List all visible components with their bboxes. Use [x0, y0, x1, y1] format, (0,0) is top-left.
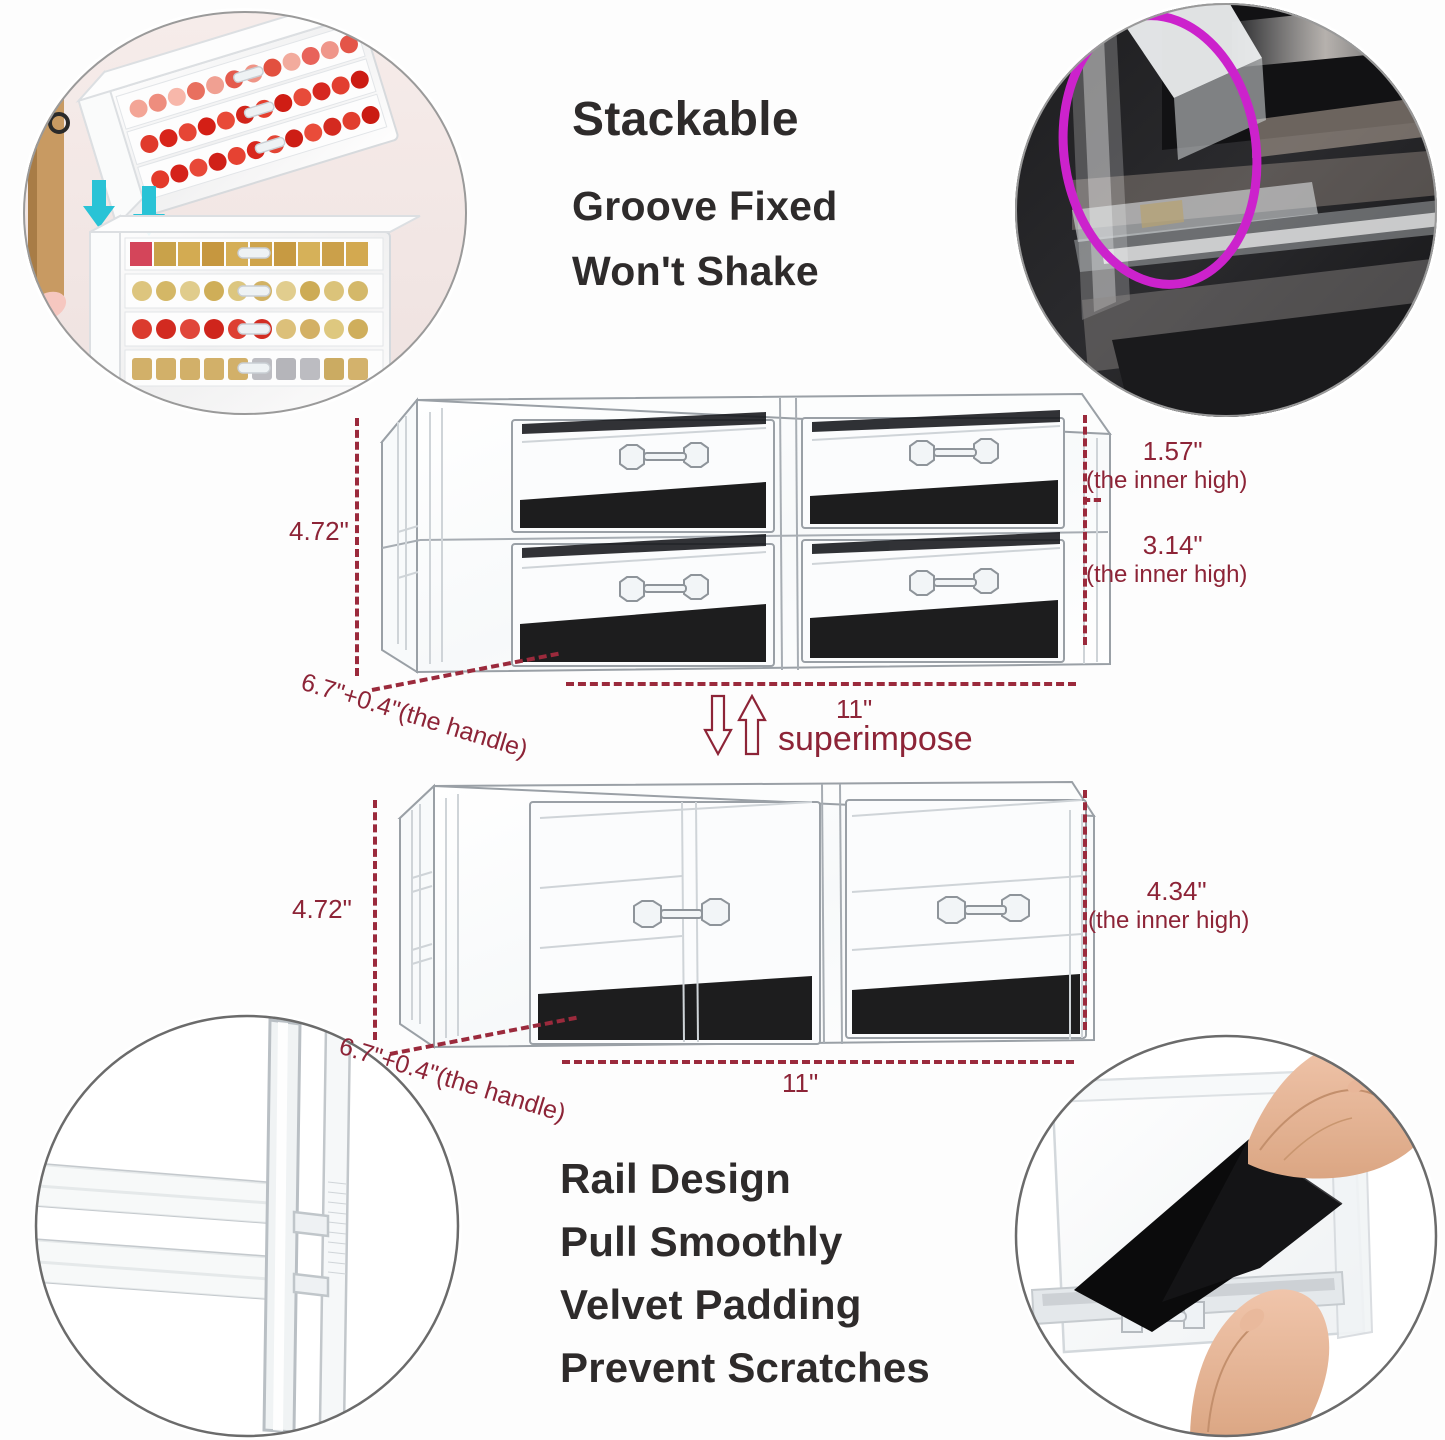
top-unit-height-label: 4.72" [289, 516, 349, 546]
bottom-unit-illustration [382, 772, 1102, 1057]
arrow-up-icon [737, 693, 767, 756]
down-arrow-icon [83, 180, 115, 228]
top-unit-width-label: 11" [836, 694, 873, 724]
top-unit-right-guide [1083, 415, 1087, 645]
top-unit-height-guide [355, 418, 359, 676]
four-drawer-organizer-drawing [379, 392, 1112, 674]
headline-rail-design: Rail Design [560, 1155, 791, 1202]
stacked-organizer-illustration [23, 11, 467, 415]
headline-groove-fixed: Groove Fixed [572, 183, 838, 229]
headline-pull-smoothly: Pull Smoothly [560, 1218, 843, 1265]
superimpose-arrows [700, 693, 784, 763]
top-unit-inner-high-2-label: 3.14" (the inner high) [1086, 530, 1248, 588]
arrow-down-icon [703, 694, 733, 757]
headline-prevent-scratches: Prevent Scratches [560, 1344, 930, 1391]
top-unit-inner-high-1-label: 1.57" (the inner high) [1086, 436, 1248, 494]
rail-track-detail-photo [32, 1012, 462, 1440]
headline-stackable: Stackable [572, 93, 799, 146]
bottom-unit-width-label: 11" [782, 1068, 819, 1098]
two-drawer-organizer-drawing [397, 780, 1096, 1049]
stacked-lipstick-organizer-photo [20, 8, 470, 418]
top-unit-width-guide [566, 682, 1076, 686]
superimpose-arrow-pair [703, 693, 767, 757]
drawer-knob [619, 438, 999, 602]
top-unit-inner-divider-guide [1083, 498, 1101, 502]
bottom-unit-height-guide [373, 800, 377, 1040]
drawer-knob [633, 894, 1030, 928]
superimpose-label: superimpose [778, 720, 973, 758]
groove-detail-illustration [1015, 3, 1437, 417]
headline-velvet-padding: Velvet Padding [560, 1281, 862, 1328]
groove-detail-photo [1012, 0, 1440, 420]
velvet-pad-illustration [1014, 1034, 1438, 1438]
velvet-pad-removal-photo [1012, 1032, 1440, 1440]
rail-detail-illustration [34, 1014, 460, 1438]
headline-wont-shake: Won't Shake [572, 248, 819, 294]
bottom-unit-height-label: 4.72" [292, 894, 352, 924]
bottom-unit-right-guide [1083, 790, 1087, 1030]
bottom-unit-inner-high-label: 4.34" (the inner high) [1088, 876, 1250, 934]
bottom-unit-width-guide [562, 1060, 1074, 1064]
top-unit-illustration [362, 382, 1122, 682]
